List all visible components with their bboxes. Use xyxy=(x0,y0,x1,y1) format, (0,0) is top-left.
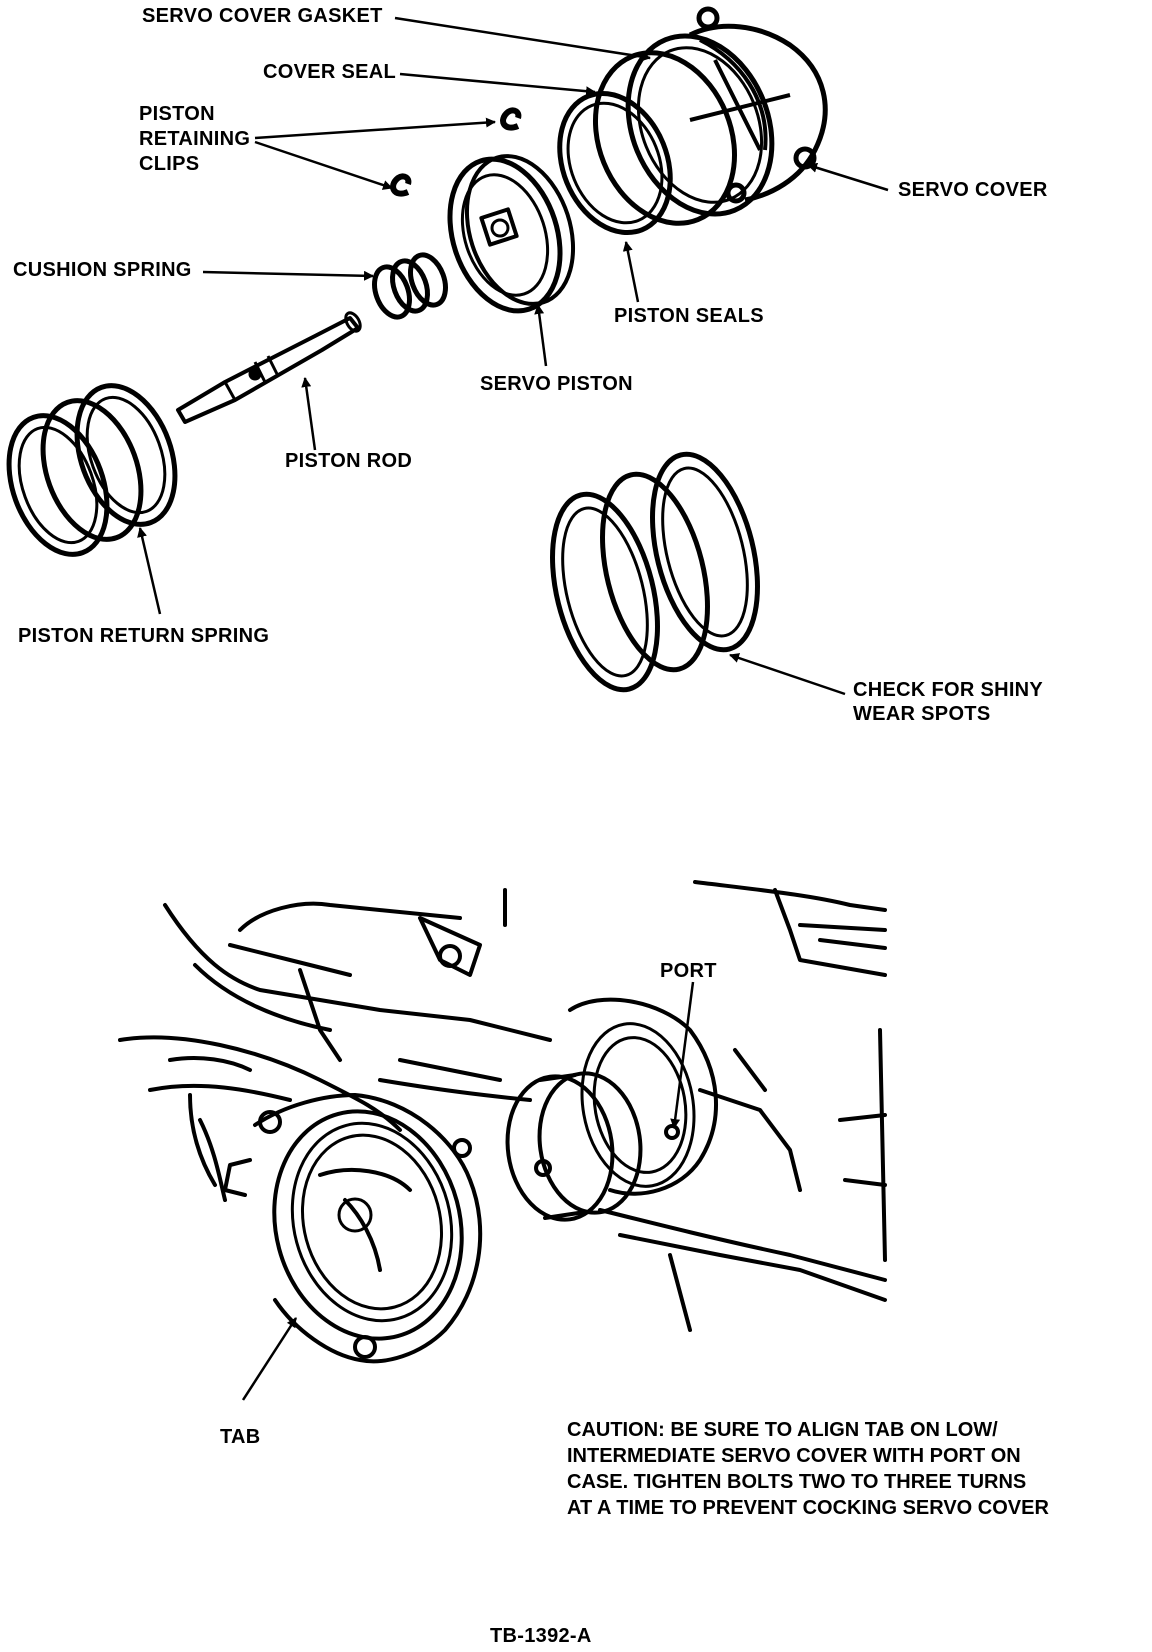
cushion-spring-part xyxy=(372,252,448,320)
leader-piston-return-spring xyxy=(137,527,162,615)
label-check-wear-line-1: CHECK FOR SHINY xyxy=(853,679,1044,701)
caution-line-4: AT A TIME TO PREVENT COCKING SERVO COVER xyxy=(567,1497,1049,1519)
installation-view xyxy=(118,880,887,1364)
label-check-wear-line-2: WEAR SPOTS xyxy=(853,703,991,725)
leader-cushion-spring xyxy=(202,270,374,281)
piston-return-spring-part xyxy=(6,383,178,557)
leader-clip-upper xyxy=(254,117,496,140)
leader-tab xyxy=(241,1317,298,1401)
label-servo-cover-gasket: SERVO COVER GASKET xyxy=(142,5,383,27)
piston-seals-part xyxy=(557,90,673,236)
label-cushion-spring: CUSHION SPRING xyxy=(13,259,192,281)
leader-check-wear xyxy=(729,653,846,696)
caution-line-2: INTERMEDIATE SERVO COVER WITH PORT ON xyxy=(567,1445,1021,1467)
servo-cover-part xyxy=(688,6,828,204)
leader-clip-lower xyxy=(254,140,393,190)
leader-servo-cover xyxy=(807,162,889,192)
leader-cover-seal xyxy=(399,72,596,97)
leader-piston-seals xyxy=(622,241,640,303)
caution-note: CAUTION: BE SURE TO ALIGN TAB ON LOW/ IN… xyxy=(567,1417,1049,1521)
leader-servo-piston xyxy=(534,304,548,367)
label-servo-cover: SERVO COVER xyxy=(898,179,1048,201)
label-servo-piston: SERVO PISTON xyxy=(480,373,633,395)
label-port: PORT xyxy=(660,960,717,982)
leader-servo-cover-gasket xyxy=(394,16,651,62)
label-piston-line-1: PISTON xyxy=(139,103,215,125)
figure-id: TB-1392-A xyxy=(490,1625,592,1647)
label-clips-line-3: CLIPS xyxy=(139,153,200,175)
caution-line-1: CAUTION: BE SURE TO ALIGN TAB ON LOW/ xyxy=(567,1419,998,1441)
retaining-clip-lower xyxy=(390,173,412,197)
inspection-spring-part xyxy=(550,451,760,693)
label-retaining-line-2: RETAINING xyxy=(139,128,251,150)
servo-cover-gasket-part xyxy=(625,33,775,217)
label-piston-rod: PISTON ROD xyxy=(285,450,413,472)
leader-piston-rod xyxy=(301,377,317,451)
label-piston-seals: PISTON SEALS xyxy=(614,305,764,327)
caution-line-3: CASE. TIGHTEN BOLTS TWO TO THREE TURNS xyxy=(567,1471,1027,1493)
label-tab: TAB xyxy=(220,1426,261,1448)
leader-port xyxy=(670,981,695,1129)
servo-piston-part xyxy=(447,154,576,314)
retaining-clip-upper xyxy=(500,107,522,131)
piston-rod-part xyxy=(176,311,362,424)
label-cover-seal: COVER SEAL xyxy=(263,61,397,83)
label-piston-return-spring: PISTON RETURN SPRING xyxy=(18,625,270,647)
